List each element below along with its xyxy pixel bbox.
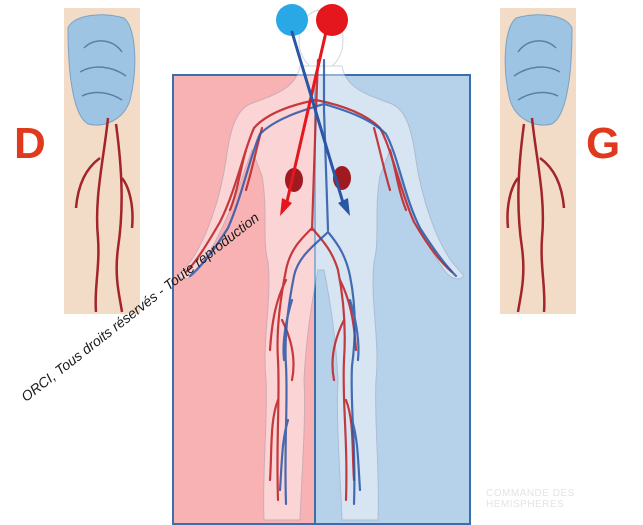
- right-hemisphere-dot: [316, 4, 348, 36]
- corner-caption: COMMANDE DES HEMISPHERES: [486, 488, 575, 510]
- left-side-anatomy-image: [500, 8, 576, 314]
- corner-caption-line1: COMMANDE DES: [486, 488, 575, 499]
- right-side-label: D: [14, 122, 46, 166]
- right-side-anatomy-image: [64, 8, 140, 314]
- left-side-label: G: [586, 122, 620, 166]
- corner-caption-line2: HEMISPHERES: [486, 499, 575, 510]
